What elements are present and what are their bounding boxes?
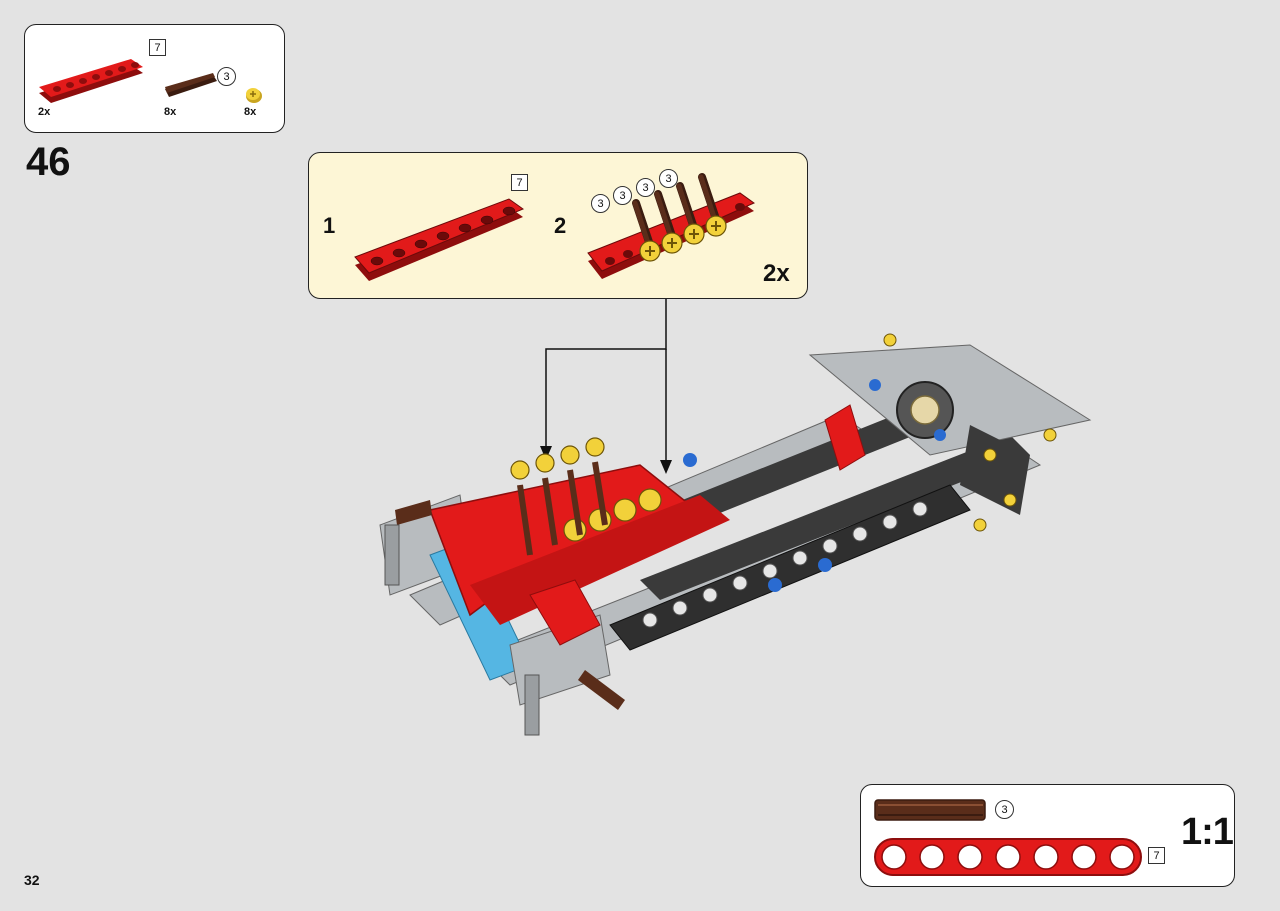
substep-2-beam-with-pins-image bbox=[587, 173, 756, 279]
scale-axle-pin-image bbox=[874, 799, 986, 821]
scale-axle-pin-length-label: 3 bbox=[995, 800, 1014, 819]
scale-red-beam-image bbox=[874, 838, 1142, 876]
yellow-bush-quantity: 8x bbox=[244, 106, 257, 118]
axle-pin-length-label: 3 bbox=[217, 67, 236, 86]
substep-2-label: 2 bbox=[554, 213, 567, 238]
substep-2-pin-length-label-3: 3 bbox=[636, 178, 655, 197]
axle-pin-quantity: 8x bbox=[164, 106, 177, 118]
brown-axle-pin-part-image bbox=[165, 73, 217, 97]
substep-2-pin-length-label-1: 3 bbox=[591, 194, 610, 213]
substep-1-red-beam-image bbox=[354, 198, 525, 281]
substep-2-pin-length-label-2: 3 bbox=[613, 186, 632, 205]
subassembly-multiplier: 2x bbox=[763, 260, 790, 287]
step-number: 46 bbox=[26, 140, 71, 184]
red-beam-length-label: 7 bbox=[149, 39, 166, 56]
substep-1-beam-length-label: 7 bbox=[511, 174, 528, 191]
chassis-model-image bbox=[379, 333, 1092, 736]
scale-beam-length-label: 7 bbox=[1148, 847, 1165, 864]
substep-2-pin-length-label-4: 3 bbox=[659, 169, 678, 188]
red-beam-quantity: 2x bbox=[38, 106, 51, 118]
red-beam-7-part-image bbox=[39, 59, 143, 103]
scale-ratio-label: 1:1 bbox=[1181, 811, 1234, 853]
substep-1-label: 1 bbox=[323, 213, 336, 238]
scale-reference-panel: 3 7 bbox=[860, 784, 1235, 887]
parts-list-panel: 7 2x 3 8x 8x bbox=[24, 24, 285, 133]
subassembly-callout: 1 7 2 3 3 3 3 bbox=[308, 152, 808, 299]
yellow-bush-part-image bbox=[246, 88, 262, 103]
page-number: 32 bbox=[24, 872, 40, 888]
